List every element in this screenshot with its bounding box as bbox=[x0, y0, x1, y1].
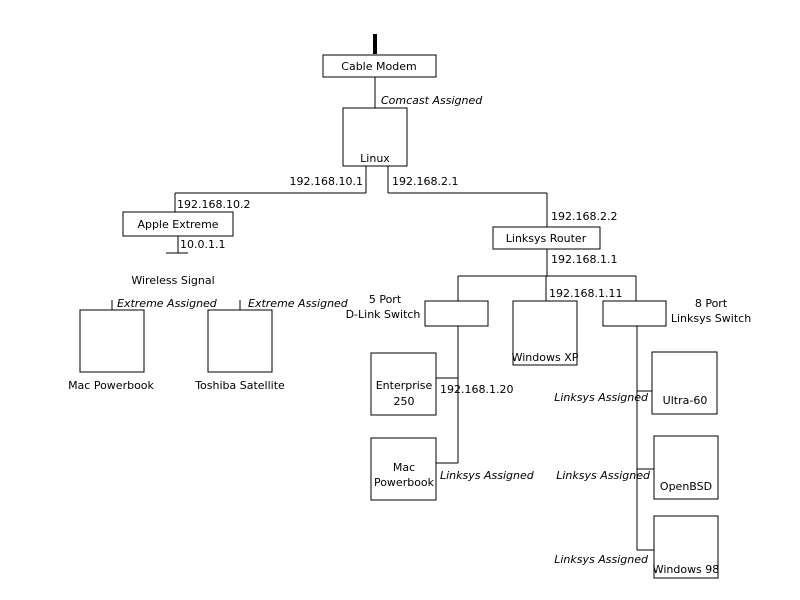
enterprise-250-label-line1: Enterprise bbox=[376, 379, 433, 392]
openbsd-box bbox=[653, 435, 719, 500]
linksys-router-node: Linksys Router bbox=[492, 226, 601, 250]
linksys-assigned-note-openbsd: Linksys Assigned bbox=[556, 469, 651, 482]
comcast-assigned-note: Comcast Assigned bbox=[381, 94, 483, 107]
linksys-assigned-note-mac: Linksys Assigned bbox=[440, 469, 535, 482]
linksys-switch-box bbox=[602, 300, 667, 327]
apple-extreme-label: Apple Extreme bbox=[137, 218, 218, 231]
cable-modem-node: Cable Modem bbox=[322, 54, 437, 78]
uplink-marker bbox=[373, 34, 377, 54]
dlink-switch-box bbox=[424, 300, 489, 327]
toshiba-satellite-box bbox=[207, 309, 273, 373]
windows-xp-ip: 192.168.1.11 bbox=[549, 287, 622, 300]
linksys-assigned-note-ultra: Linksys Assigned bbox=[554, 391, 649, 404]
apple-extreme-node: Apple Extreme bbox=[122, 211, 234, 237]
cable-modem-label: Cable Modem bbox=[341, 60, 416, 73]
linksys-assigned-note-win98: Linksys Assigned bbox=[554, 553, 649, 566]
linksys-router-lan-ip: 192.168.1.1 bbox=[551, 253, 617, 266]
linksys-router-wan-ip: 192.168.2.2 bbox=[551, 210, 617, 223]
ultra-60-node: Ultra-60 bbox=[651, 351, 718, 415]
linksys-router-label: Linksys Router bbox=[506, 232, 587, 245]
linksys-switch-label-line2: Linksys Switch bbox=[671, 312, 751, 325]
mac-powerbook-wireless-label: Mac Powerbook bbox=[68, 379, 154, 392]
ultra-60-label: Ultra-60 bbox=[663, 394, 708, 407]
mac-powerbook-wireless-node: Mac Powerbook bbox=[68, 309, 155, 392]
mac-powerbook-wired-box bbox=[370, 437, 437, 501]
mac-powerbook-wired-node: Mac Powerbook bbox=[370, 437, 437, 501]
openbsd-label: OpenBSD bbox=[660, 480, 712, 493]
enterprise-250-label-line2: 250 bbox=[394, 395, 415, 408]
wireless-signal-label: Wireless Signal bbox=[131, 274, 214, 287]
windows-98-box bbox=[653, 515, 719, 579]
extreme-assigned-note-mac: Extreme Assigned bbox=[117, 297, 218, 310]
mac-powerbook-wired-label-line1: Mac bbox=[393, 461, 415, 474]
mac-powerbook-wireless-box bbox=[79, 309, 145, 373]
toshiba-satellite-label: Toshiba Satellite bbox=[194, 379, 285, 392]
linksys-router-box bbox=[492, 226, 601, 250]
windows-98-label: Windows 98 bbox=[653, 563, 720, 576]
enterprise-250-node: Enterprise 250 bbox=[370, 352, 437, 416]
apple-extreme-wan-ip: 192.168.10.2 bbox=[177, 198, 250, 211]
linux-box bbox=[342, 107, 408, 167]
linux-apple-ip: 192.168.10.1 bbox=[290, 175, 363, 188]
windows-98-node: Windows 98 bbox=[653, 515, 720, 579]
dlink-switch-label-line2: D-Link Switch bbox=[346, 308, 421, 321]
extreme-assigned-note-toshiba: Extreme Assigned bbox=[248, 297, 349, 310]
apple-extreme-box bbox=[122, 211, 234, 237]
linux-label: Linux bbox=[360, 152, 390, 165]
mac-powerbook-wired-label-line2: Powerbook bbox=[374, 476, 435, 489]
dlink-switch-label-line1: 5 Port bbox=[369, 293, 402, 306]
windows-xp-label: Windows XP bbox=[512, 351, 579, 364]
toshiba-satellite-node: Toshiba Satellite bbox=[194, 309, 285, 392]
connector-lines bbox=[111, 77, 654, 551]
enterprise-250-ip: 192.168.1.20 bbox=[440, 383, 513, 396]
apple-extreme-lan-ip: 10.0.1.1 bbox=[180, 238, 225, 251]
linux-node: Linux bbox=[342, 107, 408, 167]
ultra-60-box bbox=[651, 351, 718, 415]
enterprise-250-box bbox=[370, 352, 437, 416]
cable-modem-box bbox=[322, 54, 437, 78]
windows-xp-box bbox=[512, 300, 578, 366]
linksys-switch-label-line1: 8 Port bbox=[695, 297, 728, 310]
openbsd-node: OpenBSD bbox=[653, 435, 719, 500]
windows-xp-node: Windows XP bbox=[512, 300, 579, 366]
linux-linksys-ip: 192.168.2.1 bbox=[392, 175, 458, 188]
